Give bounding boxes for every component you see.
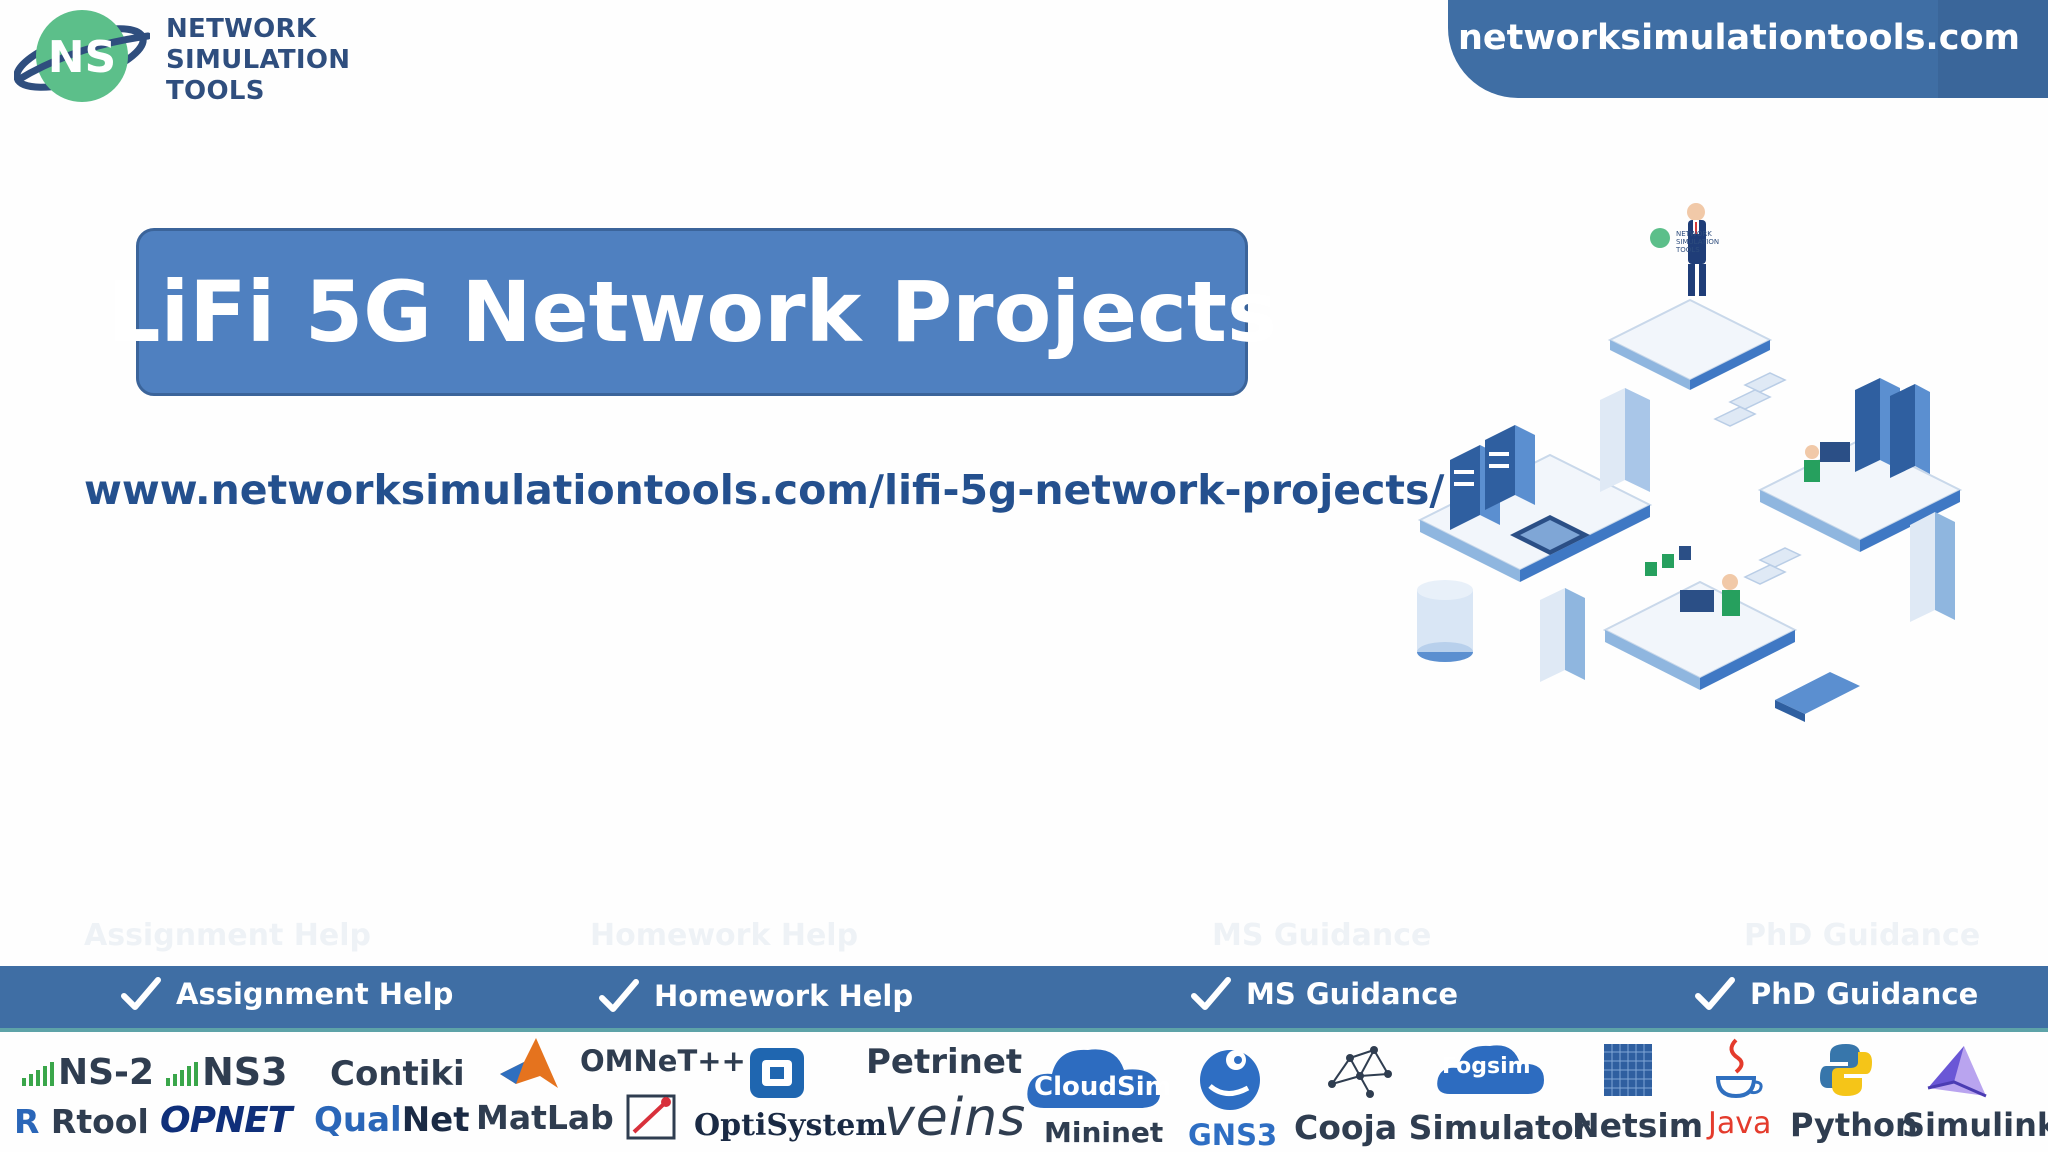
ghost-service-1: Assignment Help [84,918,372,953]
network-illustration: NETWORK SIMULATION TOOLS [1417,203,1963,722]
tool-omnet: OMNeT++ [580,1044,746,1078]
service-assignment-help[interactable]: Assignment Help [120,976,453,1012]
matlab-icon [500,1038,558,1088]
tool-python: Python [1790,1106,1918,1144]
svg-text:SIMULATION: SIMULATION [1676,238,1719,246]
java-cup-icon [1715,1038,1763,1099]
tool-java: Java [1708,1106,1772,1141]
logo-line-3: TOOLS [166,76,265,106]
tool-fogsim: Fogsim [1442,1054,1531,1079]
banner-shade [1938,0,2048,98]
ghost-service-2: Homework Help [590,918,859,953]
r-logo-icon: R [14,1102,40,1141]
server-tower-right [1910,512,1955,622]
tool-veins: veins [884,1088,1027,1148]
worker-right [1804,442,1850,482]
tool-rtool: R Rtool [14,1102,149,1141]
platform-top [1607,298,1773,390]
check-icon [1695,977,1735,1010]
logo-line-1: NETWORK [166,14,317,44]
service-homework-help[interactable]: Homework Help [598,978,913,1014]
site-link[interactable]: networksimulationtools.com [1457,18,2020,58]
page-url-link[interactable]: www.networksimulationtools.com/lifi-5g-n… [84,466,1445,514]
ghost-services: Assignment Help Homework Help MS Guidanc… [0,918,2048,958]
worker-bottom [1645,546,1740,616]
tool-netsim: Netsim [1572,1106,1704,1145]
optisystem-icon [750,1048,804,1098]
cooja-network-icon [1328,1046,1392,1098]
tool-ns3: NS3 [202,1050,288,1094]
python-icon [1820,1044,1872,1096]
ghost-service-4: PhD Guidance [1744,918,1981,953]
omnet-icon [626,1094,676,1140]
ns-logo-icon: NS [14,10,150,102]
service-label: Assignment Help [176,977,454,1011]
logo-wordmark: NETWORK SIMULATION TOOLS [166,14,350,107]
server-tower-lower [1540,588,1585,682]
logo-initials: NS [48,32,117,83]
fogsim-icon [1437,1045,1544,1094]
tool-cooja: Cooja Simulator [1294,1108,1590,1147]
service-label: Homework Help [654,979,914,1013]
gns3-icon [1200,1050,1260,1110]
router-device [1775,672,1860,722]
tool-matlab: MatLab [476,1098,614,1137]
storage-cylinders [1417,580,1473,662]
tool-cloudsim: CloudSim [1034,1072,1172,1102]
title-box: LiFi 5G Network Projects [107,228,1277,396]
steps [1713,372,1802,585]
server-racks-left [1450,425,1535,530]
tool-petrinet: Petrinet [866,1042,1023,1082]
ns3-bars-icon [166,1062,198,1086]
tool-optisystem: OptiSystem [694,1108,888,1143]
ghost-service-3: MS Guidance [1212,918,1432,953]
platform-bottom [1602,580,1798,690]
service-label: PhD Guidance [1750,977,1979,1011]
service-phd-guidance[interactable]: PhD Guidance [1694,976,1978,1012]
tool-gns3: GNS3 [1188,1118,1278,1152]
check-icon [1191,977,1231,1010]
page-title: LiFi 5G Network Projects [106,263,1278,361]
tool-ns2: NS-2 [58,1052,155,1093]
simulink-icon [1927,1046,1987,1098]
cloudsim-icon [1027,1049,1161,1108]
services-bar: Assignment Help Homework Help MS Guidanc… [0,966,2048,1032]
site-banner: networksimulationtools.com [1448,0,2048,98]
brand-logo[interactable]: NS NETWORK SIMULATION TOOLS [10,4,350,112]
mini-logo: NETWORK SIMULATION TOOLS [1650,228,1719,254]
service-label: MS Guidance [1246,977,1459,1011]
laptop [1510,515,1590,555]
service-ms-guidance[interactable]: MS Guidance [1190,976,1458,1012]
svg-text:TOOLS: TOOLS [1675,246,1700,254]
logo-line-2: SIMULATION [166,45,351,75]
check-icon [121,977,161,1010]
ns2-bars-icon [22,1062,54,1086]
server-racks-right [1855,378,1930,478]
svg-text:NETWORK: NETWORK [1676,230,1712,238]
tool-opnet: OPNET [160,1100,292,1141]
tool-qualnet: QualNet [314,1100,470,1140]
tool-contiki: Contiki [330,1054,465,1094]
tool-simulink: Simulink [1902,1106,2048,1144]
server-tower-center [1600,388,1650,492]
netsim-grid-icon [1604,1044,1652,1096]
tool-mininet: Mininet [1044,1116,1164,1149]
tools-strip: NS-2 NS3 Contiki OMNeT++ Petrinet Clou [0,1032,2048,1152]
check-icon [599,979,639,1012]
businessman-figure [1687,203,1706,296]
